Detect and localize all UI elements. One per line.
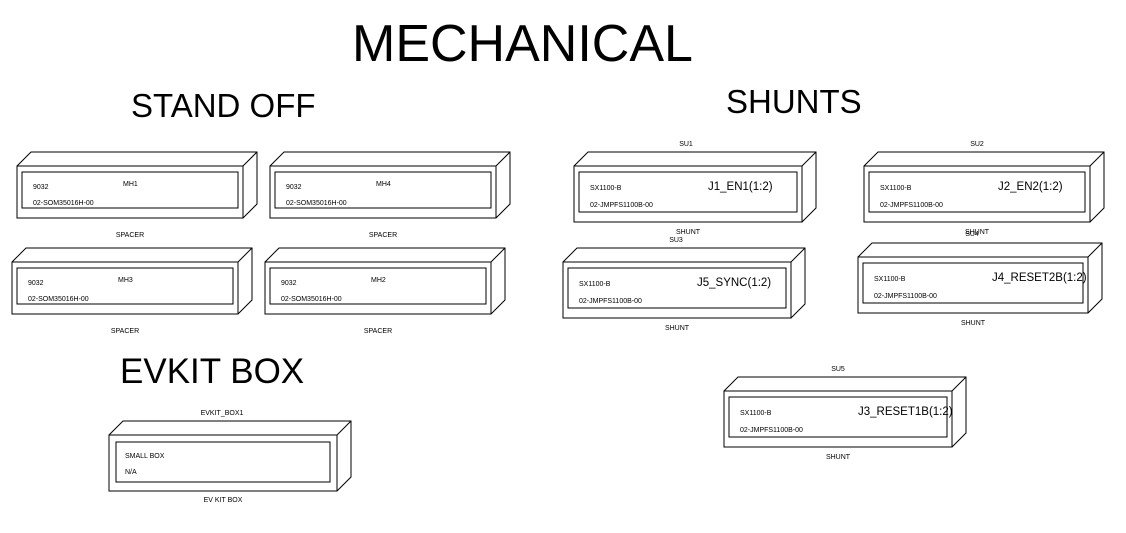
shunt-ref-designator: SU2 (970, 141, 984, 148)
standoff-part-number: 9032 (281, 280, 297, 287)
shunt-label: SHUNT (826, 454, 851, 461)
shunts-section-title: SHUNTS (726, 83, 862, 120)
standoff-ref-designator: MH2 (371, 277, 386, 284)
standoff-label: SPACER (116, 232, 144, 239)
standoff-part-number: 9032 (286, 184, 302, 191)
shunt-ref-designator: SU3 (669, 237, 683, 244)
standoff-label: SPACER (364, 328, 392, 335)
shunt-label: SHUNT (965, 229, 990, 236)
standoff-mfg-part-number: 02-SOM35016H-00 (286, 200, 347, 207)
standoff-label: SPACER (111, 328, 139, 335)
shunt-label: SHUNT (676, 229, 701, 236)
standoff-ref-designator: MH1 (123, 181, 138, 188)
standoff-mfg-part-number: 02-SOM35016H-00 (33, 200, 94, 207)
evkit-section-title: EVKIT BOX (120, 352, 305, 391)
page-title: MECHANICAL (352, 15, 693, 73)
evkit-ref-designator: EVKIT_BOX1 (201, 410, 244, 417)
shunt-ref-designator: SU1 (679, 141, 693, 148)
shunt-jumper-name: J3_RESET1B(1:2) (858, 406, 953, 418)
evkit-part-number: SMALL BOX (125, 453, 165, 460)
standoff-section-title: STAND OFF (131, 87, 316, 124)
standoff-ref-designator: MH4 (376, 181, 391, 188)
standoff-part-number: 9032 (33, 184, 49, 191)
shunt-jumper-name: J4_RESET2B(1:2) (992, 272, 1087, 284)
shunt-part-number: SX1100-B (590, 185, 622, 192)
standoff-mfg-part-number: 02-SOM35016H-00 (281, 296, 342, 303)
shunt-jumper-name: J5_SYNC(1:2) (697, 277, 771, 289)
standoff-part-number: 9032 (28, 280, 44, 287)
shunt-ref-designator: SU5 (831, 366, 845, 373)
standoff-mfg-part-number: 02-SOM35016H-00 (28, 296, 89, 303)
shunt-mfg-part-number: 02-JMPFS1100B-00 (740, 427, 803, 434)
shunt-part-number: SX1100-B (874, 276, 906, 283)
shunt-ref-designator: SU4 (965, 231, 979, 238)
shunt-part-number: SX1100-B (579, 281, 611, 288)
standoff-ref-designator: MH3 (118, 277, 133, 284)
shunt-part-number: SX1100-B (740, 410, 772, 417)
standoff-label: SPACER (369, 232, 397, 239)
shunt-label: SHUNT (665, 325, 690, 332)
shunt-label: SHUNT (961, 320, 986, 327)
shunt-mfg-part-number: 02-JMPFS1100B-00 (590, 202, 653, 209)
shunt-mfg-part-number: 02-JMPFS1100B-00 (874, 293, 937, 300)
shunt-part-number: SX1100-B (880, 185, 912, 192)
shunt-mfg-part-number: 02-JMPFS1100B-00 (880, 202, 943, 209)
evkit-label: EV KIT BOX (204, 497, 243, 504)
shunt-jumper-name: J1_EN1(1:2) (708, 181, 773, 193)
shunt-jumper-name: J2_EN2(1:2) (998, 181, 1063, 193)
shunt-mfg-part-number: 02-JMPFS1100B-00 (579, 298, 642, 305)
evkit-mfg-part-number: N/A (125, 469, 137, 476)
